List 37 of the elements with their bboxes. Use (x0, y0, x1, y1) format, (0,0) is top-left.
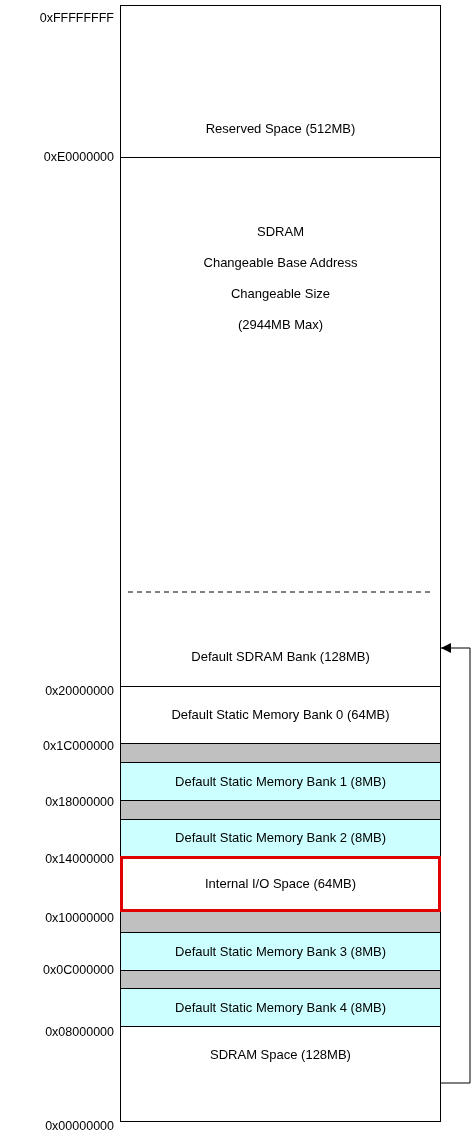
region-label: Reserved Space (512MB) (205, 121, 356, 137)
region-label: Default Static Memory Bank 0 (64MB) (171, 707, 390, 723)
region-label: Default Static Memory Bank 3 (8MB) (175, 943, 386, 960)
region-label: Default Static Memory Bank 4 (8MB) (175, 999, 386, 1016)
memory-region-box (120, 686, 441, 744)
arrow (440, 643, 471, 1084)
memory-region-box (120, 592, 441, 687)
region-label: Default Static Memory Bank 1 (8MB) (175, 773, 386, 790)
region-label: (2944MB Max) (237, 317, 324, 333)
address-label: 0x20000000 (44, 684, 114, 698)
reserved-gap-bar (120, 911, 441, 933)
memory-region-box (120, 1026, 441, 1122)
region-label: SDRAM Space (128MB) (210, 1047, 351, 1063)
address-label: 0x14000000 (44, 852, 114, 866)
reserved-gap-bar (120, 800, 441, 820)
address-label: 0xE0000000 (42, 150, 114, 164)
memory-region-box (120, 988, 441, 1027)
memory-region-box (120, 762, 441, 801)
address-label: 0x1C000000 (42, 739, 114, 753)
memory-region-box (120, 856, 441, 912)
memory-region-box (120, 157, 441, 593)
address-label: 0x08000000 (44, 1025, 114, 1039)
address-label: 0x10000000 (44, 911, 114, 925)
address-label: 0xFFFFFFFF (38, 11, 114, 25)
address-label: 0x18000000 (44, 795, 114, 809)
region-label: Changeable Size (231, 286, 330, 302)
memory-region-box (120, 932, 441, 971)
address-label: 0x00000000 (44, 1119, 114, 1133)
region-label: Default SDRAM Bank (128MB) (191, 649, 370, 665)
memory-region-box (120, 819, 441, 857)
region-label: SDRAM (257, 224, 304, 240)
region-label: Changeable Base Address (203, 255, 358, 271)
region-label: Internal I/O Space (64MB) (205, 876, 356, 892)
reserved-gap-bar (120, 743, 441, 763)
region-label: Default Static Memory Bank 2 (8MB) (175, 830, 386, 846)
address-label: 0x0C000000 (42, 963, 114, 977)
memory-region-box (120, 5, 441, 158)
